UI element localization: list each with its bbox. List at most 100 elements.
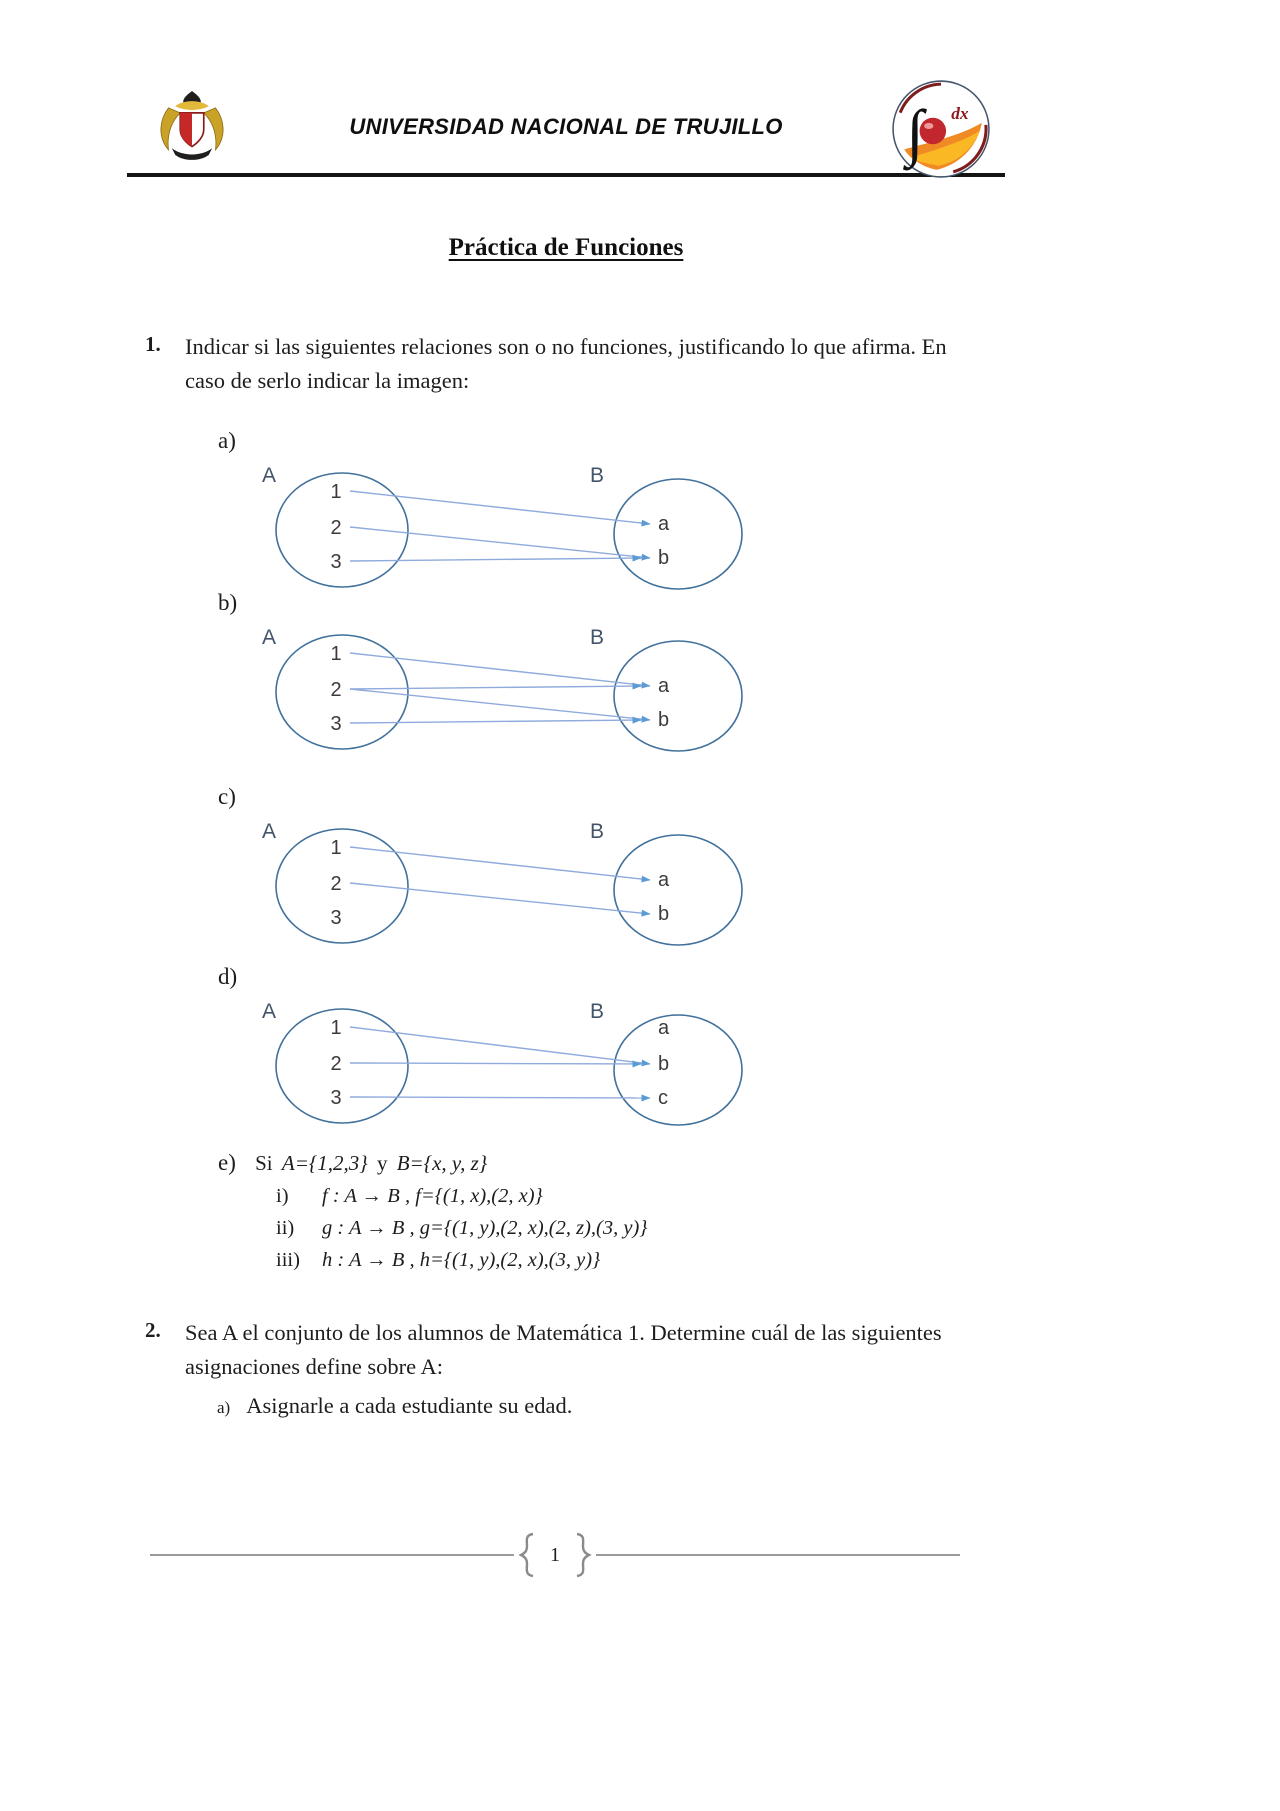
set-b-ellipse — [613, 478, 743, 590]
calculus-club-logo: ∫ dx — [892, 80, 990, 178]
crest-shield-red-half — [180, 112, 192, 147]
question-1-body: Indicar si las siguientes relaciones son… — [185, 330, 967, 398]
mapping-arrow — [349, 846, 651, 883]
function-f-definition: f : A → B , f={(1, x),(2, x)} — [322, 1185, 543, 1207]
logo-sphere-highlight — [924, 122, 934, 129]
set-b-label: B — [590, 820, 604, 843]
right-bracket-icon — [576, 1532, 592, 1578]
set-a-label: A — [262, 820, 276, 843]
function-g-definition: g : A → B , g={(1, y),(2, x),(2, z),(3, … — [322, 1217, 648, 1239]
mapping-arrow — [349, 1094, 651, 1102]
set-b-element: b — [658, 547, 669, 569]
logo-dx-label: dx — [951, 104, 969, 123]
set-b-element: a — [658, 1017, 670, 1039]
crest-top-band — [175, 101, 209, 110]
university-name: UNIVERSIDAD NACIONAL DE TRUJILLO — [349, 114, 783, 139]
question-2-text: Sea A el conjunto de los alumnos de Mate… — [185, 1320, 942, 1379]
part-e-prefix: Si — [255, 1151, 273, 1175]
set-a-label: A — [262, 626, 276, 649]
roman-label-iii: iii) — [276, 1249, 300, 1271]
logo-arc-bottom — [952, 124, 988, 174]
part-e-label: e) — [218, 1150, 236, 1175]
set-a-label: A — [262, 464, 276, 487]
set-b-ellipse — [613, 1014, 743, 1126]
diagram-c-label: c) — [218, 784, 236, 809]
question-1-text: Indicar si las siguientes relaciones son… — [185, 334, 947, 393]
crest-right-wing — [203, 107, 224, 152]
subitem-a-text: Asignarle a cada estudiante su edad. — [246, 1392, 573, 1418]
part-e: e) Si A={1,2,3} y B={x, y, z} i) f : A →… — [218, 1150, 648, 1272]
mapping-arrow — [349, 490, 651, 527]
footer-rule-right — [596, 1554, 960, 1556]
footer-rule-left — [150, 1554, 514, 1556]
mapping-arrow — [349, 554, 642, 562]
set-b-label: B — [590, 626, 604, 649]
set-a-element: 1 — [330, 837, 341, 859]
set-b-element: a — [658, 675, 670, 697]
set-a-element: 2 — [330, 517, 341, 539]
diagram-d-label: d) — [218, 964, 238, 989]
roman-label-i: i) — [276, 1185, 289, 1207]
mapping-diagram-c: A B 1 2 3 ab — [262, 820, 743, 946]
roman-label-ii: ii) — [276, 1217, 295, 1239]
set-b-label: B — [590, 464, 604, 487]
crest-banner — [171, 148, 213, 160]
set-a-element: 3 — [330, 907, 341, 929]
set-b-element: b — [658, 709, 669, 731]
set-a-element: 3 — [330, 713, 341, 735]
diagram-a-label: a) — [218, 428, 236, 453]
set-b-definition: B={x, y, z} — [396, 1151, 488, 1175]
set-b-label: B — [590, 1000, 604, 1023]
set-b-ellipse — [613, 834, 743, 946]
mapping-arrow — [349, 1060, 642, 1068]
mapping-arrow — [349, 652, 651, 689]
set-a-element: 1 — [330, 481, 341, 503]
logo-arc-top — [898, 82, 942, 114]
set-b-element: a — [658, 513, 670, 535]
question-1-number: 1. — [145, 332, 161, 356]
set-a-ellipse — [275, 1008, 409, 1124]
crest-left-wing — [160, 107, 181, 152]
set-b-element: b — [658, 903, 669, 925]
set-a-label: A — [262, 1000, 276, 1023]
question-2: 2. Sea A el conjunto de los alumnos de M… — [145, 1316, 967, 1419]
mapping-arrow — [349, 716, 642, 724]
question-1: 1. Indicar si las siguientes relaciones … — [145, 330, 967, 398]
set-a-ellipse — [275, 634, 409, 750]
set-b-element: a — [658, 869, 670, 891]
function-definition-i: i) f : A → B , f={(1, x),(2, x)} — [276, 1185, 648, 1208]
integral-icon: ∫ — [902, 97, 927, 170]
set-a-element: 2 — [330, 679, 341, 701]
diagram-b-label: b) — [218, 590, 238, 615]
header-divider — [127, 173, 1005, 177]
set-b-element: c — [658, 1087, 668, 1109]
function-h-definition: h : A → B , h={(1, y),(2, x),(3, y)} — [322, 1249, 601, 1271]
subitem-a-label: a) — [217, 1397, 231, 1417]
set-a-ellipse — [275, 472, 409, 588]
document-title: Práctica de Funciones — [448, 234, 684, 261]
university-crest-logo — [160, 91, 224, 160]
set-a-element: 2 — [330, 873, 341, 895]
logo-orange-highlight — [910, 131, 980, 166]
set-b-ellipse — [613, 640, 743, 752]
set-a-element: 3 — [330, 1087, 341, 1109]
function-definition-ii: ii) g : A → B , g={(1, y),(2, x),(2, z),… — [276, 1217, 648, 1240]
set-a-element: 1 — [330, 1017, 341, 1039]
page-number: 1 — [550, 1543, 560, 1566]
mapping-arrow — [349, 882, 651, 917]
set-a-ellipse — [275, 828, 409, 944]
part-e-conjunction: y — [376, 1151, 388, 1175]
question-2-number: 2. — [145, 1318, 161, 1342]
function-definition-iii: iii) h : A → B , h={(1, y),(2, x),(3, y)… — [276, 1249, 648, 1272]
set-b-element: b — [658, 1053, 669, 1075]
mapping-arrow — [349, 682, 642, 690]
set-a-definition: A={1,2,3} — [281, 1151, 368, 1175]
mapping-arrow — [349, 688, 651, 723]
